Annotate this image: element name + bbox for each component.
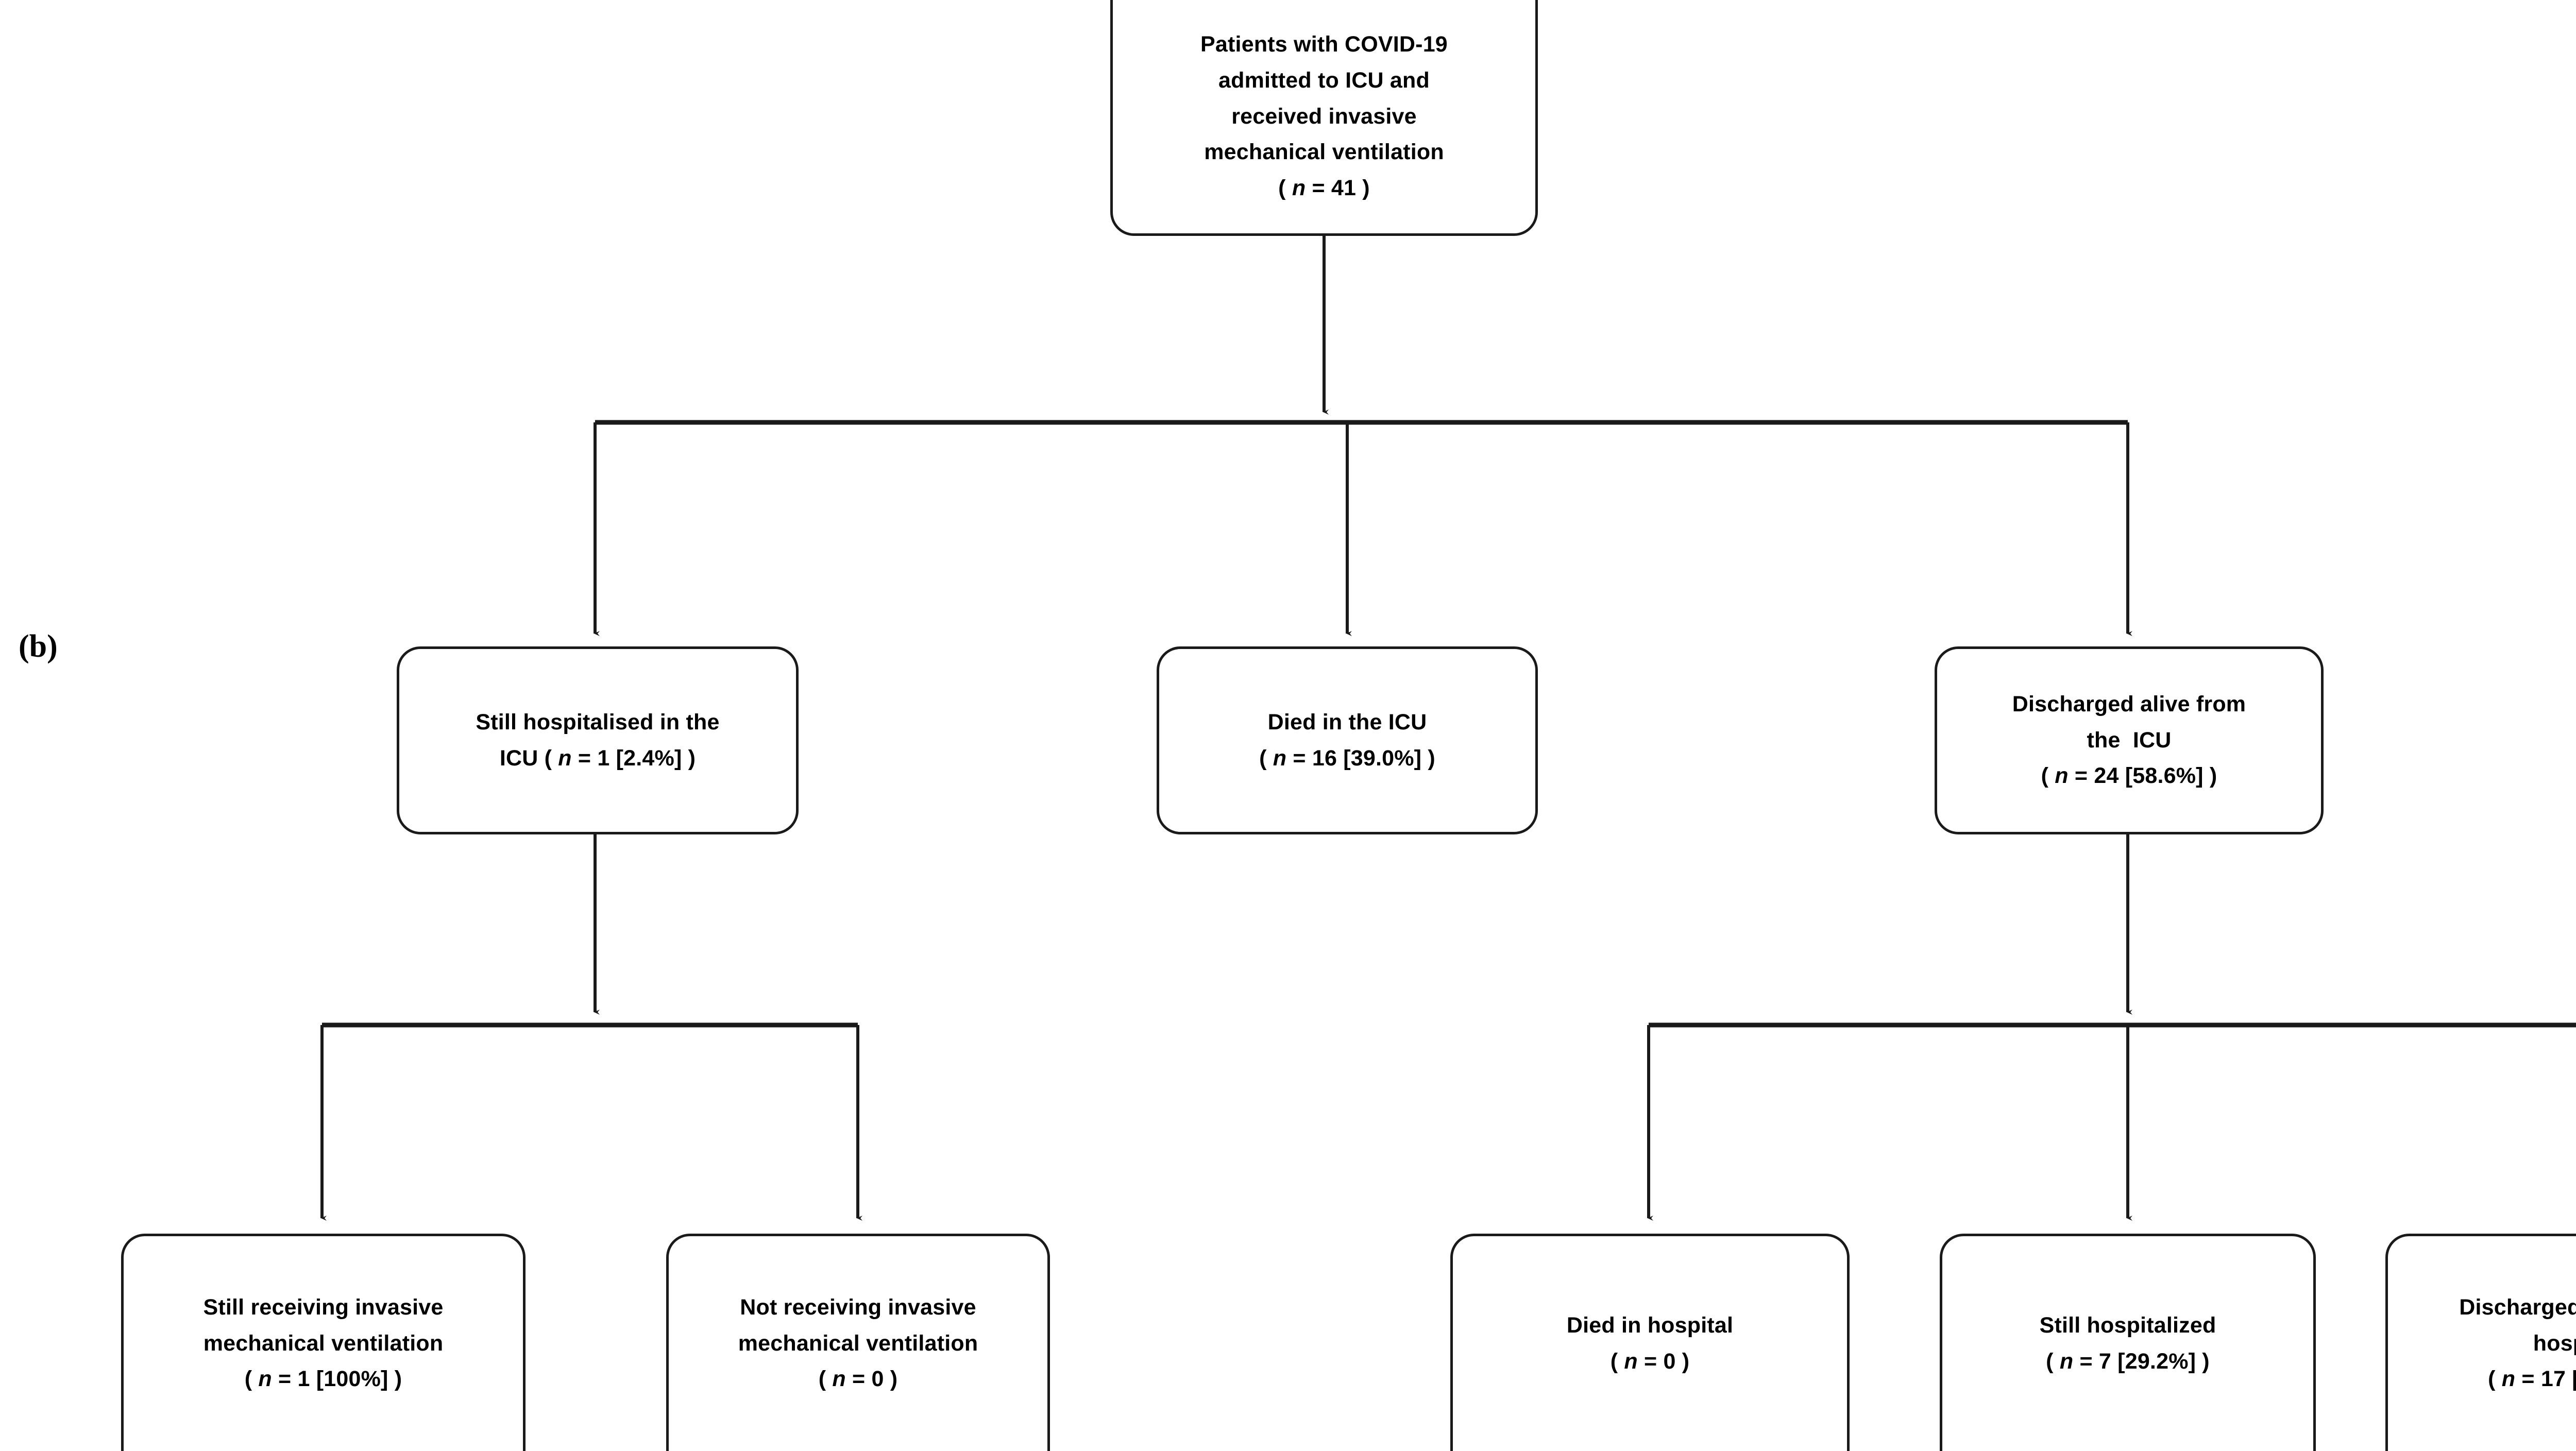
node-not-imv-count: ( n = 0 ): [818, 1367, 898, 1392]
node-still-icu-count: ICU ( n = 1 [2.4%] ): [499, 745, 696, 771]
node-died-icu-line-1: Died in the ICU: [1267, 709, 1427, 735]
node-discharged-alive-from-icu[interactable]: Discharged alive from the ICU ( n = 24 […: [1935, 646, 2324, 834]
node-still-icu-line-1: Still hospitalised in the: [476, 709, 720, 735]
node-still-hospitalized-line-1: Still hospitalized: [2039, 1312, 2216, 1338]
node-still-imv-count: ( n = 1 [100%] ): [244, 1367, 402, 1392]
node-still-hospitalized[interactable]: Still hospitalized ( n = 7 [29.2%] ): [1940, 1234, 2316, 1451]
node-died-in-icu[interactable]: Died in the ICU ( n = 16 [39.0%] ): [1157, 646, 1538, 834]
node-still-receiving-imv[interactable]: Still receiving invasive mechanical vent…: [121, 1234, 526, 1451]
node-still-imv-line-2: mechanical ventilation: [203, 1330, 444, 1356]
node-discharged-icu-line-2: the ICU: [2087, 727, 2172, 753]
panel-label: (b): [19, 629, 58, 664]
n-symbol: n: [2055, 763, 2069, 789]
n-symbol: n: [832, 1367, 846, 1392]
n-symbol: n: [558, 745, 572, 771]
node-root-line-1: Patients with COVID-19: [1200, 32, 1448, 57]
node-discharged-hospital-line-2: hospital: [2533, 1330, 2576, 1356]
n-symbol: n: [2501, 1367, 2516, 1392]
n-symbol: n: [2059, 1348, 2074, 1374]
node-discharged-icu-line-1: Discharged alive from: [2012, 692, 2246, 717]
node-still-hospitalised-icu[interactable]: Still hospitalised in the ICU ( n = 1 [2…: [397, 646, 799, 834]
node-died-in-hospital[interactable]: Died in hospital ( n = 0 ): [1450, 1234, 1850, 1451]
node-root[interactable]: Patients with COVID-19 admitted to ICU a…: [1110, 0, 1538, 236]
n-symbol: n: [258, 1367, 272, 1392]
n-symbol: n: [1273, 745, 1287, 771]
node-not-imv-line-2: mechanical ventilation: [738, 1330, 978, 1356]
node-died-hospital-line-1: Died in hospital: [1566, 1312, 1734, 1338]
node-root-line-2: admitted to ICU and: [1218, 68, 1430, 93]
node-discharged-hospital-line-1: Discharged alive from: [2459, 1295, 2576, 1320]
node-not-receiving-imv[interactable]: Not receiving invasive mechanical ventil…: [666, 1234, 1050, 1451]
node-discharged-alive-from-hospital[interactable]: Discharged alive from hospital ( n = 17 …: [2385, 1234, 2576, 1451]
node-root-line-4: mechanical ventilation: [1204, 140, 1444, 165]
node-not-imv-line-1: Not receiving invasive: [740, 1295, 976, 1320]
node-still-hospitalized-count: ( n = 7 [29.2%] ): [2046, 1348, 2210, 1374]
node-discharged-hospital-count: ( n = 17 [70.8%] ): [2488, 1367, 2576, 1392]
node-root-line-3: received invasive: [1231, 104, 1417, 129]
node-discharged-icu-count: ( n = 24 [58.6%] ): [2041, 763, 2217, 789]
n-symbol: n: [1624, 1348, 1638, 1374]
node-root-count: ( n = 41 ): [1278, 175, 1370, 200]
node-died-icu-count: ( n = 16 [39.0%] ): [1259, 745, 1435, 771]
node-still-imv-line-1: Still receiving invasive: [203, 1295, 444, 1320]
node-died-hospital-count: ( n = 0 ): [1610, 1348, 1690, 1374]
n-symbol: n: [1292, 175, 1306, 200]
